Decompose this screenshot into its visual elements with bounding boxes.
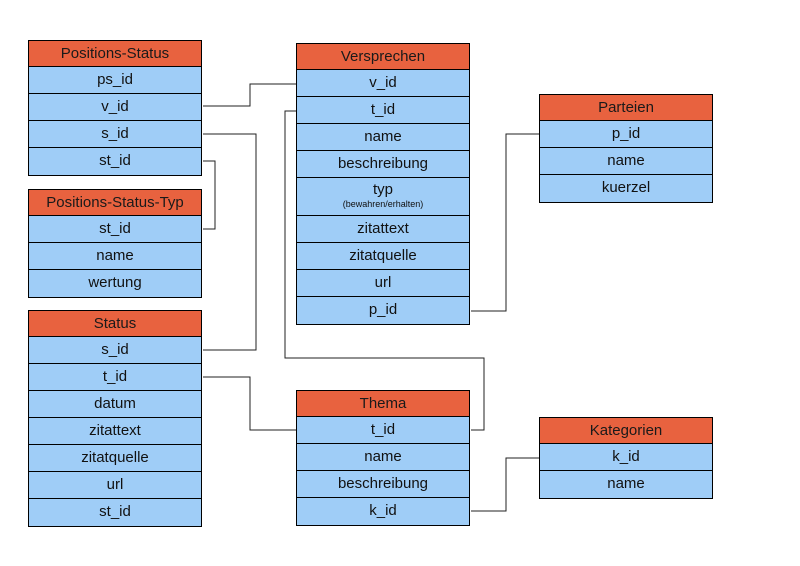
table-header: Positions-Status xyxy=(29,41,201,67)
link-versprechen-pid-parteien xyxy=(471,133,540,312)
field-row-name: name xyxy=(297,444,469,471)
field-row-k-id: k_id xyxy=(540,444,712,471)
table-header: Thema xyxy=(297,391,469,417)
field-row-zitatquelle: zitatquelle xyxy=(297,243,469,270)
field-row-zitattext: zitattext xyxy=(297,216,469,243)
field-row-v-id: v_id xyxy=(29,94,201,121)
field-row-v-id: v_id xyxy=(297,70,469,97)
field-row-beschreibung: beschreibung xyxy=(297,471,469,498)
link-versprechen-tid-thema xyxy=(284,110,485,431)
field-row-datum: datum xyxy=(29,391,201,418)
field-row-t-id: t_id xyxy=(29,364,201,391)
field-row-t-id: t_id xyxy=(297,97,469,124)
link-ps-vid-versprechen xyxy=(203,83,297,107)
field-row-name: name xyxy=(297,124,469,151)
table-header: Kategorien xyxy=(540,418,712,444)
field-row-typ: typ(bewahren/erhalten) xyxy=(297,178,469,216)
field-row-beschreibung: beschreibung xyxy=(297,151,469,178)
field-row-wertung: wertung xyxy=(29,270,201,297)
field-row-k-id: k_id xyxy=(297,498,469,525)
field-note: (bewahren/erhalten) xyxy=(342,199,424,209)
field-row-zitatquelle: zitatquelle xyxy=(29,445,201,472)
field-row-url: url xyxy=(297,270,469,297)
field-row-kuerzel: kuerzel xyxy=(540,175,712,202)
field-row-t-id: t_id xyxy=(297,417,469,444)
field-row-name: name xyxy=(29,243,201,270)
field-row-st-id: st_id xyxy=(29,216,201,243)
table-header: Parteien xyxy=(540,95,712,121)
table-header: Versprechen xyxy=(297,44,469,70)
field-row-st-id: st_id xyxy=(29,499,201,526)
table-header: Positions-Status-Typ xyxy=(29,190,201,216)
field-row-p-id: p_id xyxy=(297,297,469,324)
field-row-s-id: s_id xyxy=(29,121,201,148)
field-row-name: name xyxy=(540,148,712,175)
field-row-p-id: p_id xyxy=(540,121,712,148)
field-row-zitattext: zitattext xyxy=(29,418,201,445)
field-label: typ xyxy=(372,181,393,198)
field-row-name: name xyxy=(540,471,712,498)
field-row-s-id: s_id xyxy=(29,337,201,364)
field-row-st-id: st_id xyxy=(29,148,201,175)
link-ps-stid-typ xyxy=(203,160,216,230)
link-thema-kid-kategorien xyxy=(471,457,540,512)
field-row-url: url xyxy=(29,472,201,499)
link-status-tid-thema xyxy=(203,376,297,431)
link-ps-sid-status xyxy=(203,133,257,351)
table-header: Status xyxy=(29,311,201,337)
field-row-ps-id: ps_id xyxy=(29,67,201,94)
